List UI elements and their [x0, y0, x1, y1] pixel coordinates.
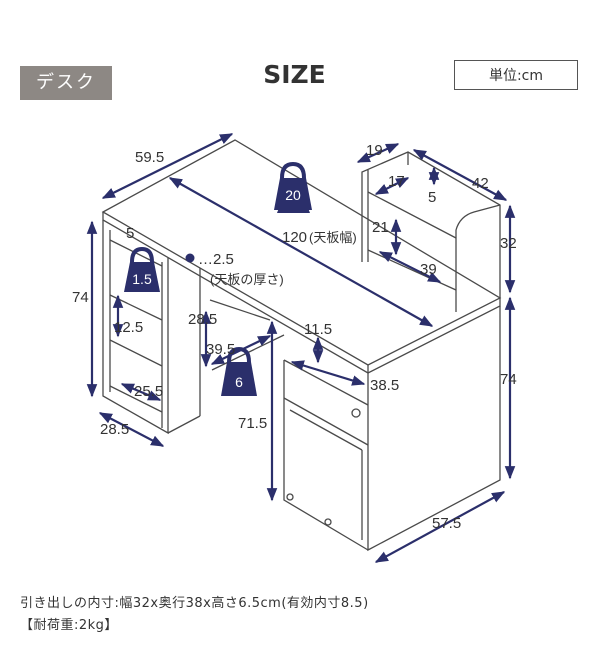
- page-title: SIZE: [263, 60, 326, 89]
- dim-hutch-inner-width: 39: [420, 261, 437, 278]
- load-under: 6: [235, 374, 243, 390]
- weight-icon: 1.5: [124, 246, 160, 292]
- dim-shelf-gap: 5: [126, 225, 134, 242]
- dim-shelf-inner-a: 12.5: [114, 319, 143, 336]
- weight-icon: 20: [274, 161, 312, 213]
- dim-shelf-depth: 28.5: [100, 421, 129, 438]
- dim-top-width: 120: [282, 229, 307, 246]
- dim-hutch-gap: 5: [428, 189, 436, 206]
- dim-under-height: 71.5: [238, 415, 267, 432]
- dim-top-width-note: (天板幅): [309, 230, 357, 245]
- dim-hutch-inner-depth: 17: [388, 173, 405, 190]
- dim-shelf-inner-b: 25.5: [134, 383, 163, 400]
- dim-hutch-depth: 19: [366, 142, 383, 159]
- dim-hutch-inner-height: 21: [372, 219, 389, 236]
- drawer-note: 引き出しの内寸:幅32x奥行38x高さ6.5cm(有効内寸8.5): [20, 596, 369, 611]
- thickness-dot: [185, 253, 195, 263]
- load-shelf: 1.5: [132, 271, 152, 287]
- dim-top-thickness-note: (天板の厚さ): [210, 272, 284, 287]
- dim-top-thickness: …2.5: [198, 251, 234, 268]
- dim-shelf-height: 74: [72, 289, 89, 306]
- dim-drawer-depth: 38.5: [370, 377, 399, 394]
- load-top: 20: [285, 187, 301, 203]
- dimension-lines: [86, 133, 516, 563]
- unit-label: 単位:cm: [454, 60, 578, 90]
- dim-hutch-height: 32: [500, 235, 517, 252]
- dim-under-depth: 39.5: [206, 341, 235, 358]
- dim-desk-depth: 59.5: [135, 149, 164, 166]
- dim-base-width: 57.5: [432, 515, 461, 532]
- dim-drawer-gap: 11.5: [304, 321, 332, 338]
- dim-leg-clearance: 28.5: [188, 311, 217, 328]
- dim-right-height: 74: [500, 371, 517, 388]
- dim-hutch-width: 42: [472, 175, 489, 192]
- desk-tag: デスク: [20, 66, 112, 100]
- weight-icon: 6: [221, 346, 257, 396]
- load-note: 【耐荷重:2kg】: [20, 618, 118, 633]
